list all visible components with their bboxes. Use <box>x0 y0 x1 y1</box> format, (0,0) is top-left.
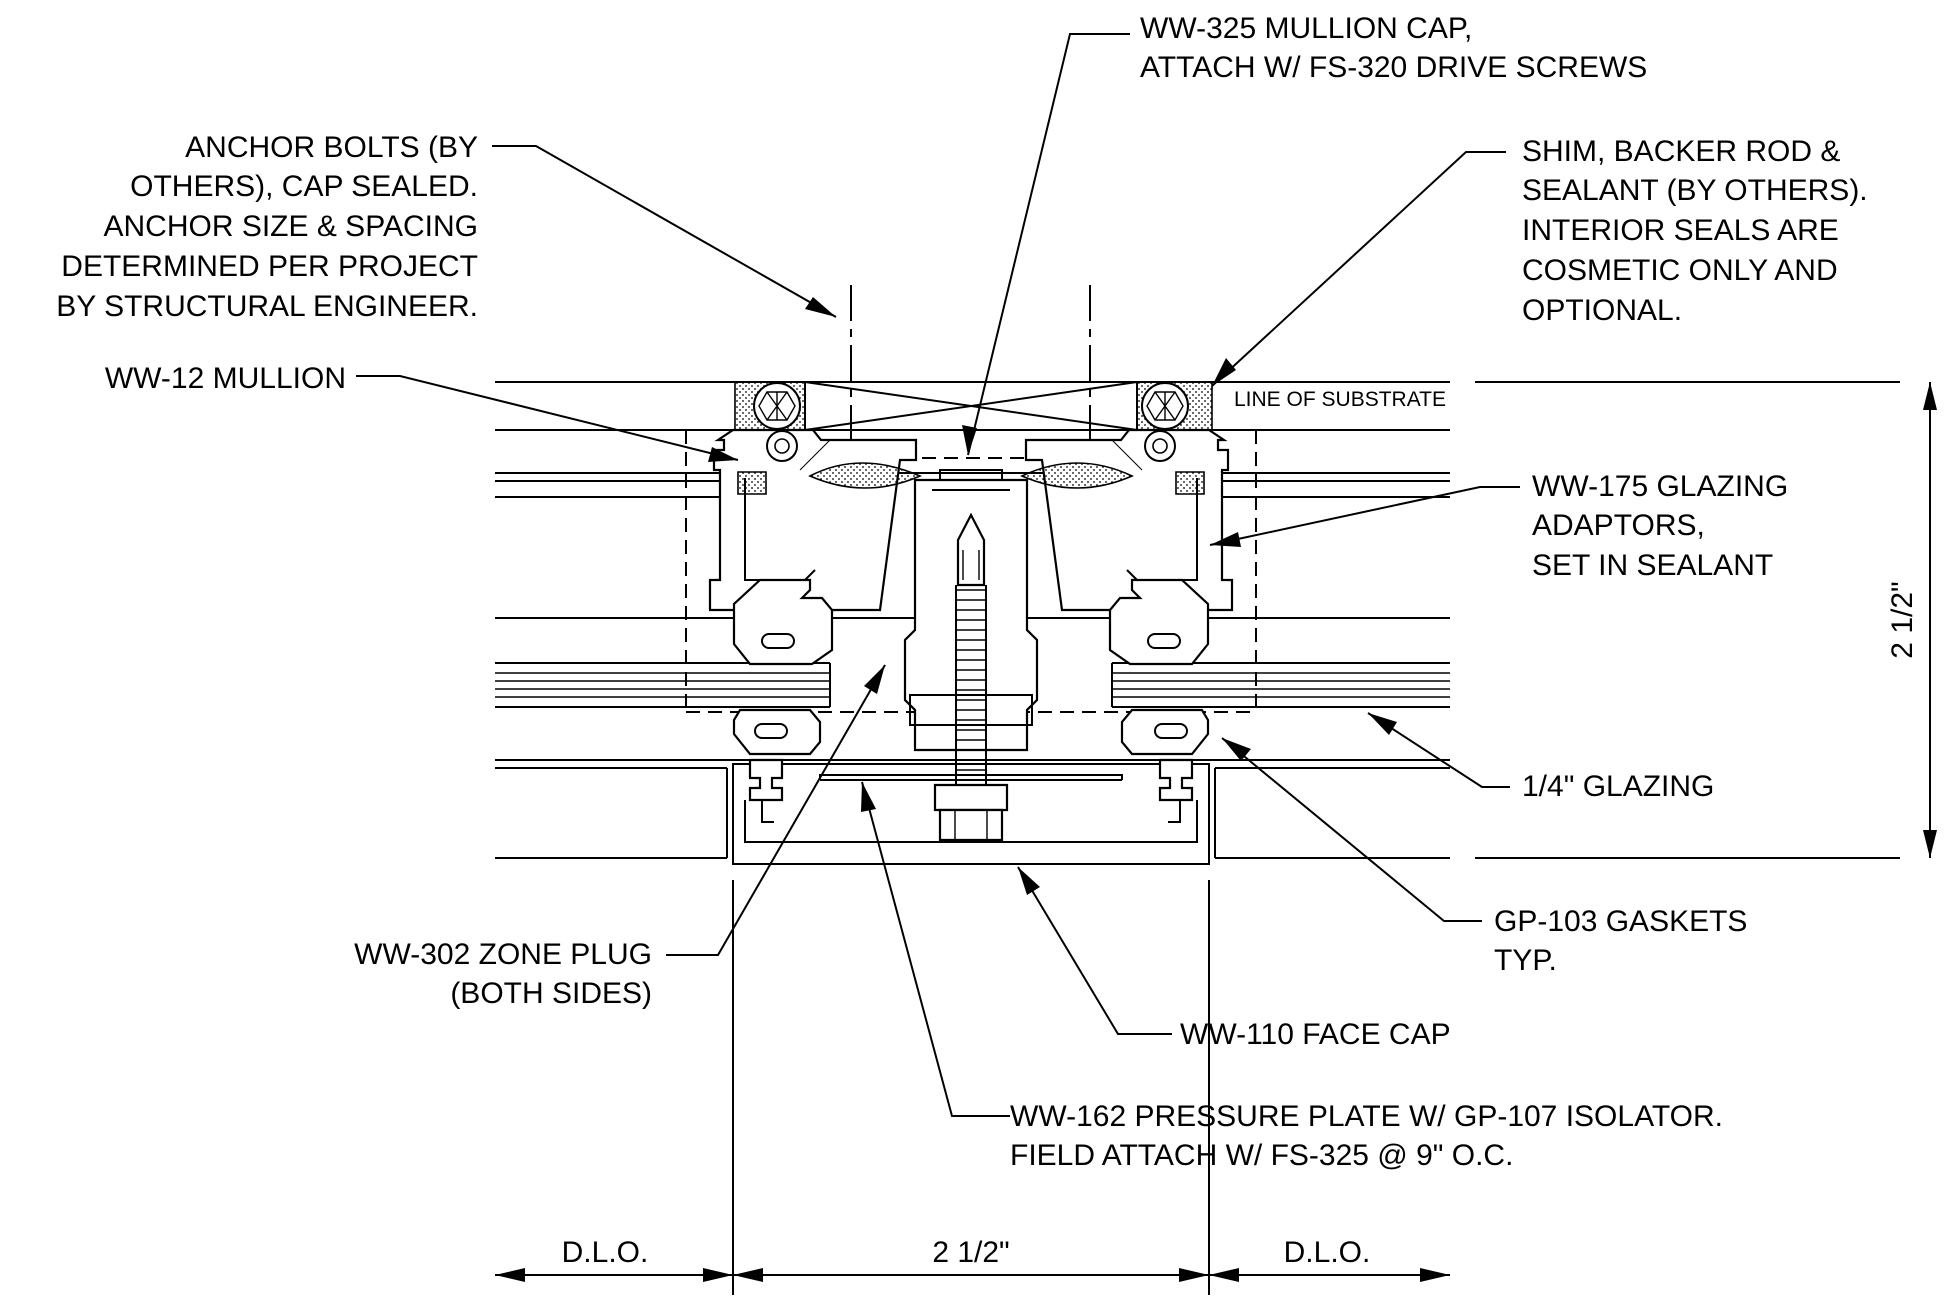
left-dlo-label: D.L.O. <box>562 1236 649 1269</box>
callout-glazing: 1/4" GLAZING <box>1522 770 1714 803</box>
screw-chase <box>903 469 1039 842</box>
gaskets-line1: GP-103 GASKETS <box>1494 905 1747 938</box>
backer-rods <box>734 381 1213 431</box>
callout-zone-plug: WW-302 ZONE PLUG (BOTH SIDES) <box>354 938 652 1010</box>
anchor-line4: DETERMINED PER PROJECT <box>61 250 478 283</box>
mullion-cap-line2: ATTACH W/ FS-320 DRIVE SCREWS <box>1140 51 1647 84</box>
zone-plug-line1: WW-302 ZONE PLUG <box>354 938 652 971</box>
callout-face-cap: WW-110 FACE CAP <box>1180 1018 1451 1051</box>
anchor-line1: ANCHOR BOLTS (BY <box>185 131 478 164</box>
callout-mullion: WW-12 MULLION <box>105 362 346 395</box>
horizontal-dimension <box>495 880 1450 1295</box>
leader-lines <box>356 33 1520 1117</box>
callout-mullion-cap: WW-325 MULLION CAP, ATTACH W/ FS-320 DRI… <box>1140 12 1647 84</box>
shim-line1: SHIM, BACKER ROD & <box>1522 135 1840 168</box>
zone-plug-line2: (BOTH SIDES) <box>450 977 652 1010</box>
callout-glazing-adaptors: WW-175 GLAZING ADAPTORS, SET IN SEALANT <box>1532 470 1788 582</box>
substrate-block <box>804 381 1138 431</box>
vertical-dimension <box>1923 382 1937 858</box>
adaptor-line1: WW-175 GLAZING <box>1532 470 1788 503</box>
callout-pressure-plate: WW-162 PRESSURE PLATE W/ GP-107 ISOLATOR… <box>1010 1100 1723 1172</box>
shim-line2: SEALANT (BY OTHERS). <box>1522 174 1868 207</box>
mullion-cap-line1: WW-325 MULLION CAP, <box>1140 12 1472 45</box>
right-dlo-label: D.L.O. <box>1284 1236 1371 1269</box>
mullion-width-label: 2 1/2" <box>932 1236 1009 1269</box>
glazing-adaptor-right <box>1108 578 1210 666</box>
anchor-line5: BY STRUCTURAL ENGINEER. <box>56 290 478 323</box>
callout-gaskets: GP-103 GASKETS TYP. <box>1494 905 1747 977</box>
shim-line3: INTERIOR SEALS ARE <box>1522 214 1839 247</box>
gaskets <box>732 708 1210 802</box>
gaskets-line2: TYP. <box>1494 944 1557 977</box>
shim-line5: OPTIONAL. <box>1522 294 1682 327</box>
shim-line4: COSMETIC ONLY AND <box>1522 254 1838 287</box>
pressure-plate-line1: WW-162 PRESSURE PLATE W/ GP-107 ISOLATOR… <box>1010 1100 1723 1133</box>
anchor-line2: OTHERS), CAP SEALED. <box>130 170 478 203</box>
pressure-plate-line2: FIELD ATTACH W/ FS-325 @ 9" O.C. <box>1010 1139 1513 1172</box>
callout-shim: SHIM, BACKER ROD & SEALANT (BY OTHERS). … <box>1522 135 1868 327</box>
anchor-line3: ANCHOR SIZE & SPACING <box>103 210 478 243</box>
adaptor-line2: ADAPTORS, <box>1532 509 1705 542</box>
callout-anchor-bolts: ANCHOR BOLTS (BY OTHERS), CAP SEALED. AN… <box>56 131 478 323</box>
vertical-dimension-label: 2 1/2" <box>1886 581 1919 658</box>
screw-threads <box>955 585 987 785</box>
adaptor-line3: SET IN SEALANT <box>1532 549 1773 582</box>
line-of-substrate-label: LINE OF SUBSTRATE <box>1234 388 1446 411</box>
glazing-adaptor-left <box>732 578 834 666</box>
